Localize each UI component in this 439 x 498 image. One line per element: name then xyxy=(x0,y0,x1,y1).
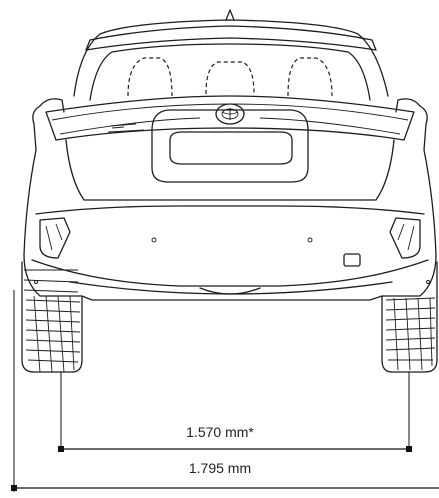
overall-width-dimension xyxy=(11,290,439,492)
track-width-dimension xyxy=(58,372,412,452)
left-tire xyxy=(21,261,83,373)
overall-width-label: 1.795 mm xyxy=(188,460,252,476)
track-width-label: 1.570 mm* xyxy=(186,424,254,440)
car-body xyxy=(23,9,437,301)
right-tire xyxy=(381,261,438,373)
